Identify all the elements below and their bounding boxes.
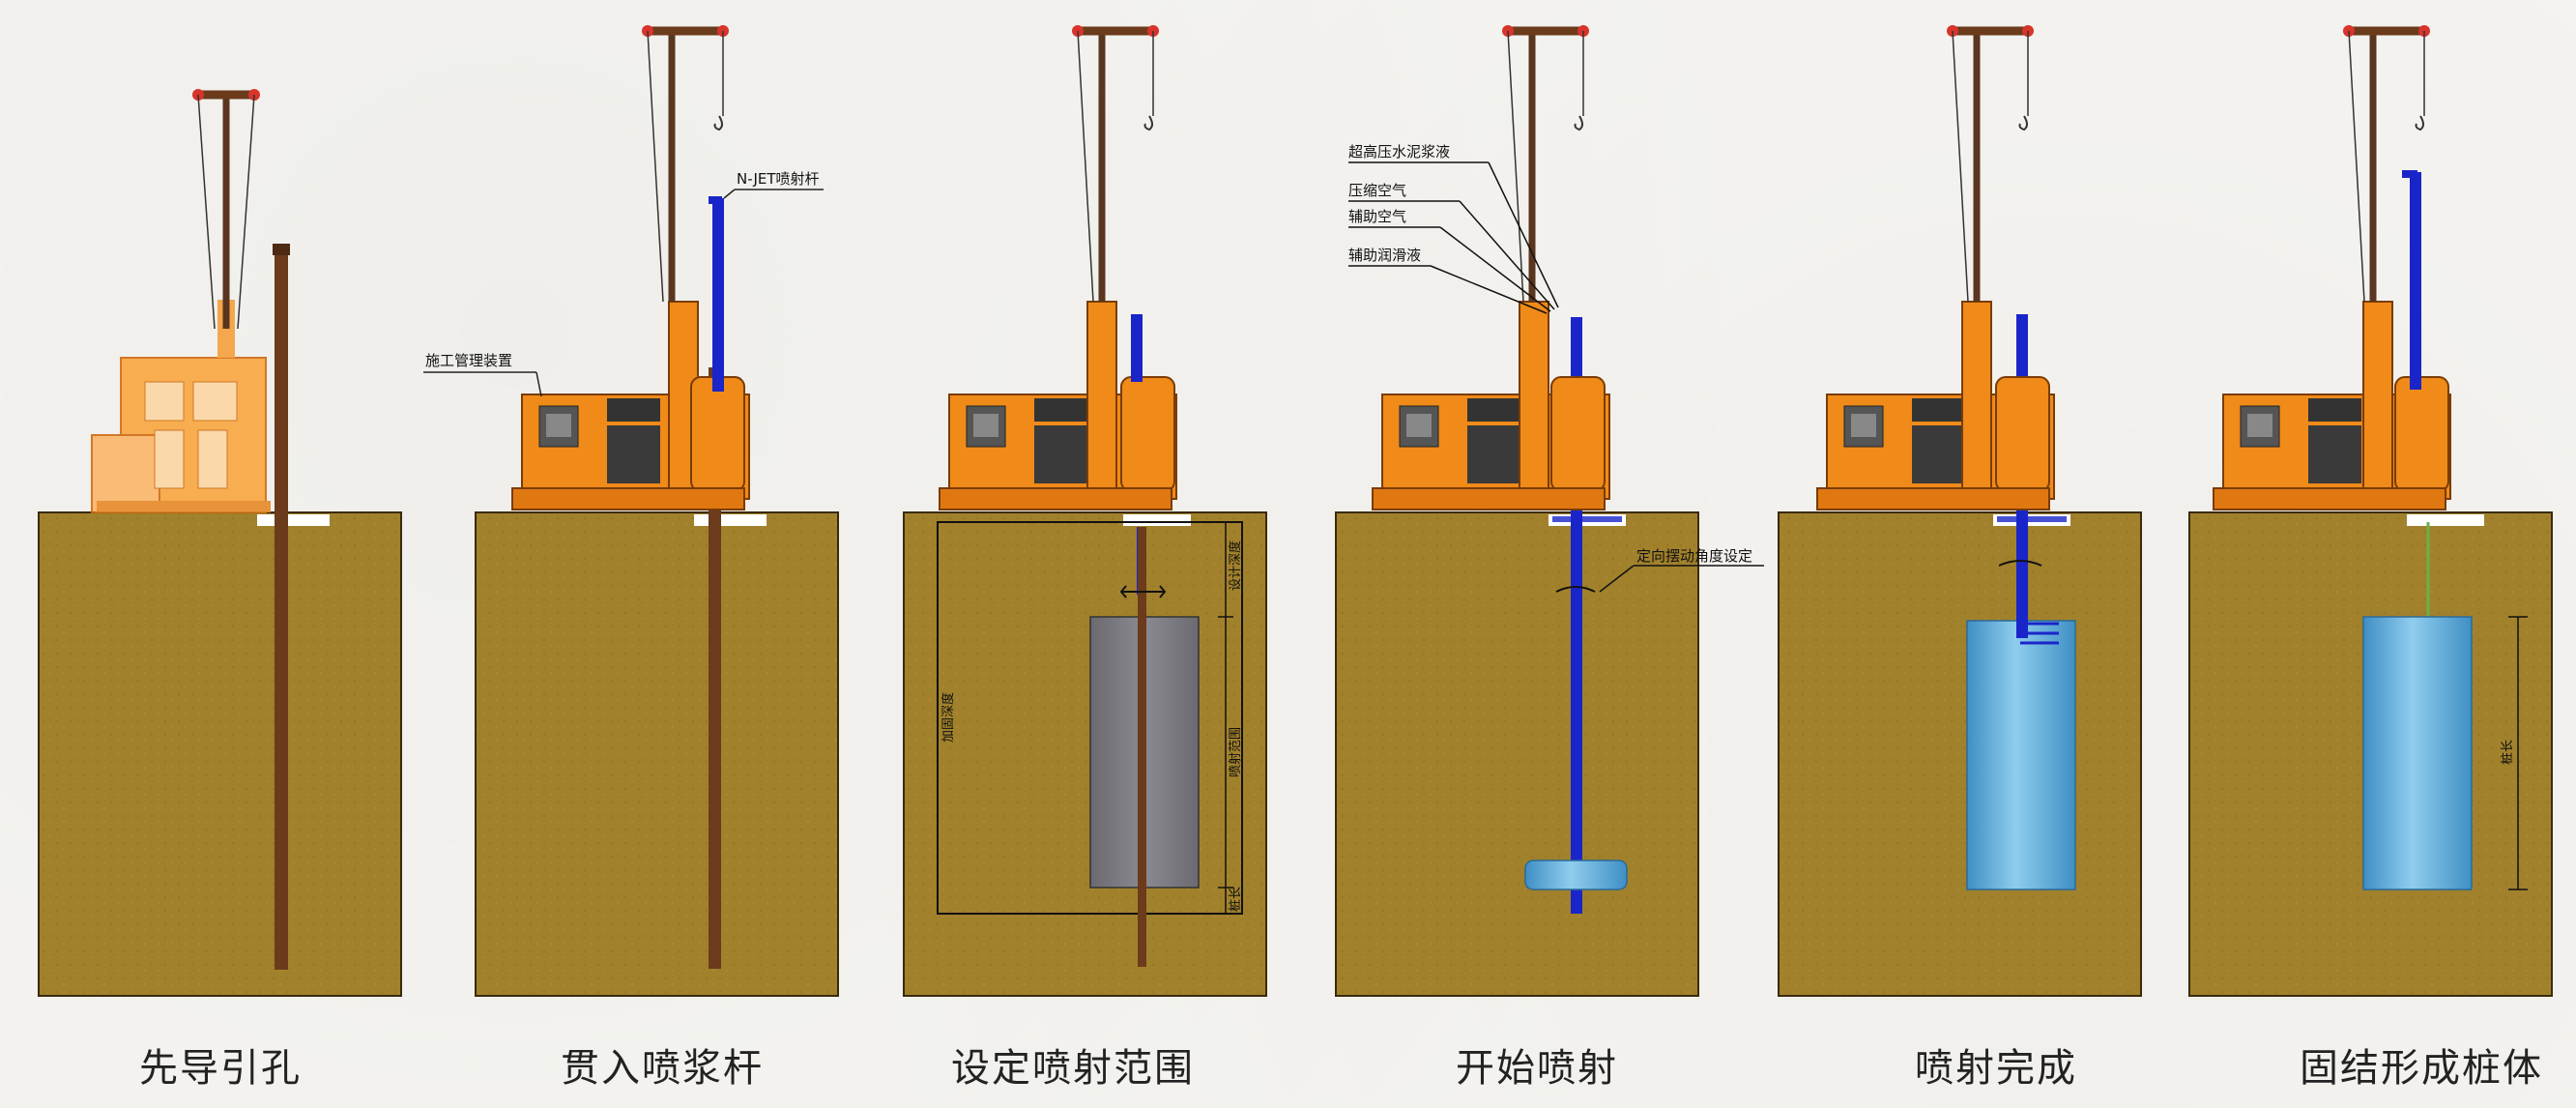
jet-nozzle-arrows <box>1119 585 1167 598</box>
jet-grouting-machine <box>511 301 750 510</box>
solidified-pile-column <box>2362 616 2473 890</box>
step-1-pilot-hole <box>38 89 402 997</box>
drilling-rig-ghost <box>91 300 271 513</box>
ground-plate <box>2407 514 2484 526</box>
caption-step-1: 先导引孔 <box>139 1046 302 1091</box>
label-cement-slurry: 超高压水泥浆液 <box>1348 143 1450 160</box>
label-angle-setting: 定向摆动角度设定 <box>1636 547 1752 565</box>
crane-mast <box>1947 25 2034 303</box>
step-3-set-jet-range: 设计深度 喷射范围 桩长 加固深度 <box>903 25 1267 997</box>
ground-plate <box>1123 514 1191 526</box>
jet-grouting-machine <box>1372 301 1610 510</box>
dim-label-length: 桩长 <box>1229 887 1243 912</box>
dim-label-total: 加固深度 <box>941 692 956 743</box>
step-4-start-jetting: 定向摆动角度设定 <box>1335 25 1764 997</box>
step-6-solidified-pile: 桩长 <box>2188 25 2553 997</box>
crane-mast <box>2343 25 2430 303</box>
label-aux-lubricant: 辅助润滑液 <box>1348 247 1421 264</box>
design-range-box <box>937 521 1243 915</box>
pilot-rod <box>275 249 288 970</box>
ground-plate <box>257 514 330 526</box>
soil-block <box>1778 511 2142 997</box>
grout-column-blue <box>1966 620 2076 890</box>
crane-mast <box>1072 25 1159 303</box>
swing-angle-arrow <box>1998 560 2042 567</box>
swing-angle-arrow <box>1555 586 1596 593</box>
jet-grouting-machine <box>1816 301 2055 510</box>
label-jet-rod: N-JET喷射杆 <box>737 170 820 188</box>
caption-step-4: 开始喷射 <box>1456 1046 1618 1091</box>
soil-block <box>38 511 402 997</box>
caption-step-3: 设定喷射范围 <box>951 1046 1195 1091</box>
label-construction-device: 施工管理装置 <box>425 352 512 369</box>
dim-label-range: 喷射范围 <box>1228 727 1243 777</box>
soil-block <box>903 511 1267 997</box>
pilot-rod-top <box>273 244 290 255</box>
step-5-jetting-complete <box>1778 25 2142 997</box>
label-aux-air: 辅助空气 <box>1348 208 1406 225</box>
label-compressed-air: 压缩空气 <box>1348 182 1406 199</box>
step-2-insert-rod: N-JET喷射杆 施工管理装置 <box>423 25 839 997</box>
jet-grouting-machine <box>2213 301 2451 510</box>
caption-step-5: 喷射完成 <box>1915 1046 2077 1091</box>
dim-label-pile-length: 桩长 <box>2501 740 2515 765</box>
jet-grouting-machine <box>939 301 1177 510</box>
soil-block <box>1335 511 1699 997</box>
crane-mast <box>192 89 260 330</box>
supply-labels: 超高压水泥浆液 压缩空气 辅助空气 辅助润滑液 <box>1348 143 1559 314</box>
crane-mast <box>642 25 729 303</box>
caption-step-6: 固结形成桩体 <box>2300 1046 2543 1091</box>
jet-rod-blue <box>712 198 724 392</box>
dim-label-depth: 设计深度 <box>1228 540 1243 591</box>
jet-rod-blue <box>2410 172 2421 390</box>
jet-spray-disk <box>1524 860 1628 890</box>
soil-block <box>475 511 839 997</box>
ground-plate <box>694 514 767 526</box>
grout-rod <box>1138 527 1146 967</box>
crane-mast <box>1502 25 1589 303</box>
caption-step-2: 贯入喷浆杆 <box>561 1046 764 1091</box>
grout-rod <box>709 367 721 969</box>
